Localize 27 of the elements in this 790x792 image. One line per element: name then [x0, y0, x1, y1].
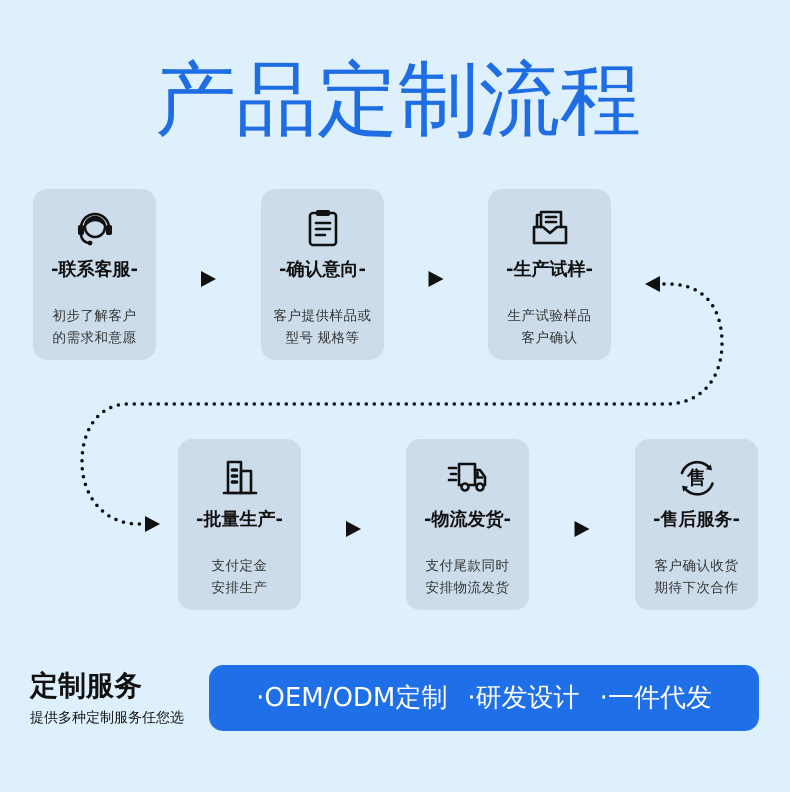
card-title: -联系客服- [51, 259, 138, 281]
service-item: ·研发设计 [467, 682, 580, 714]
card-title: -售后服务- [653, 509, 740, 531]
card-description: 支付定金安排生产 [210, 557, 268, 598]
service-banner [209, 665, 759, 731]
section-heading: 定制服务 [30, 670, 142, 702]
card-title: -生产试样- [506, 259, 593, 281]
section-subtitle: 提供多种定制服务任您选 [30, 709, 184, 727]
process-card [635, 439, 758, 610]
card-description: 客户确认收货期待下次合作 [654, 557, 740, 598]
card-description: 生产试验样品客户确认 [506, 307, 592, 348]
process-card [178, 439, 301, 610]
icon-character: 售 [687, 467, 706, 489]
card-title: -确认意向- [279, 259, 366, 281]
card-description: 客户提供样品或型号 规格等 [273, 307, 372, 348]
card-description: 初步了解客户的需求和意愿 [52, 307, 138, 348]
page-title: 产品定制流程 [155, 54, 641, 146]
card-title: -物流发货- [424, 509, 511, 531]
process-card [33, 189, 156, 360]
process-card [261, 189, 384, 360]
card-title: -批量生产- [196, 509, 283, 531]
service-item: ·一件代发 [600, 682, 712, 714]
process-card [406, 439, 529, 610]
dotted-arrow [80, 276, 724, 532]
process-card [488, 189, 611, 360]
service-item: ·OEM/ODM定制 [256, 682, 448, 714]
card-description: 支付尾款同时安排物流发货 [424, 557, 510, 598]
